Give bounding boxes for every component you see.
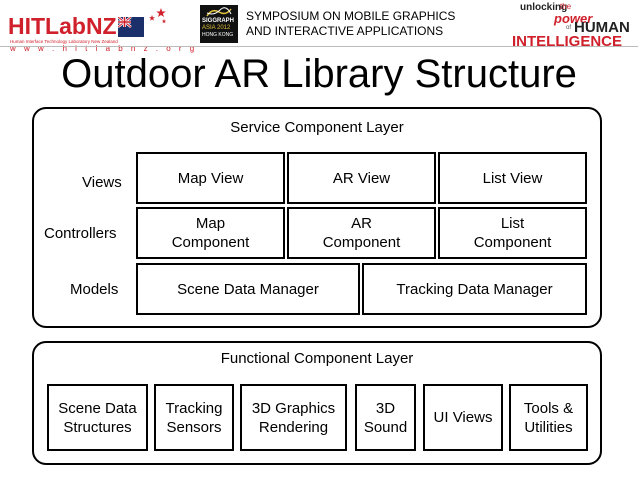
header-divider (0, 46, 638, 47)
service-layer-title: Service Component Layer (230, 119, 404, 136)
ui-views-box: UI Views (423, 384, 503, 451)
tracking-data-manager-box: Tracking Data Manager (362, 263, 587, 315)
scene-data-structures-label: Scene Data Structures (58, 399, 137, 436)
3d-sound-label: 3D Sound (363, 399, 408, 436)
ar-view-label: AR View (332, 169, 391, 187)
hitlabnz-logo: HITLabNZ Human Interface Technology Labo… (8, 8, 194, 53)
list-view-box: List View (438, 152, 587, 204)
siggraph-line2: ASIA 2012 (202, 25, 231, 31)
hi-intelligence: INTELLIGENCE (512, 33, 623, 50)
tools-utilities-label: Tools & Utilities (523, 399, 574, 436)
3d-graphics-rendering-box: 3D Graphics Rendering (240, 384, 347, 451)
nz-flag-icon (118, 17, 144, 37)
list-component-label: List Component (473, 215, 552, 251)
map-view-label: Map View (177, 169, 244, 187)
ar-view-box: AR View (287, 152, 436, 204)
symposium-title: SYMPOSIUM ON MOBILE GRAPHICS AND INTERAC… (246, 9, 455, 39)
3d-sound-box: 3D Sound (355, 384, 416, 451)
hitlabnz-website: w w w . h i t l a b n z . o r g (10, 44, 198, 53)
tracking-sensors-box: Tracking Sensors (154, 384, 234, 451)
hitlabnz-name: HITLabNZ (8, 13, 117, 39)
row-label-models: Models (70, 281, 119, 298)
list-view-label: List View (482, 169, 543, 187)
hi-human: HUMAN (574, 19, 630, 36)
ui-views-label: UI Views (433, 409, 493, 426)
tracking-sensors-label: Tracking Sensors (165, 399, 223, 436)
list-component-box: List Component (438, 207, 587, 259)
symposium-line1: SYMPOSIUM ON MOBILE GRAPHICS (246, 9, 456, 23)
human-intelligence-logo: unlocking the power of HUMAN INTELLIGENC… (506, 2, 634, 50)
hi-unlocking: unlocking (520, 2, 568, 13)
siggraph-art-icon (206, 7, 232, 17)
scene-data-structures-box: Scene Data Structures (47, 384, 148, 451)
functional-layer-title: Functional Component Layer (220, 350, 414, 367)
siggraph-asia-logo: SIGGRAPH ASIA 2012 HONG KONG (200, 5, 238, 43)
ar-component-label: AR Component (322, 215, 401, 251)
symposium-line2: AND INTERACTIVE APPLICATIONS (246, 24, 444, 38)
scene-data-manager-label: Scene Data Manager (177, 280, 319, 298)
hi-power: power (554, 11, 593, 26)
scene-data-manager-box: Scene Data Manager (136, 263, 360, 315)
row-label-controllers: Controllers (44, 225, 117, 242)
hi-the: the (560, 2, 572, 11)
siggraph-line1: SIGGRAPH (202, 18, 235, 24)
row-label-views: Views (82, 174, 122, 191)
3d-graphics-rendering-label: 3D Graphics Rendering (251, 399, 336, 436)
hi-of: of (566, 25, 572, 31)
slide-title: Outdoor AR Library Structure (61, 52, 577, 96)
map-component-box: Map Component (136, 207, 285, 259)
map-component-label: Map Component (171, 215, 250, 251)
tracking-data-manager-label: Tracking Data Manager (396, 280, 553, 298)
siggraph-line3: HONG KONG (202, 32, 234, 38)
ar-component-box: AR Component (287, 207, 436, 259)
hitlabnz-tagline: Human Interface Technology Laboratory Ne… (10, 39, 118, 44)
tools-utilities-box: Tools & Utilities (509, 384, 588, 451)
map-view-box: Map View (136, 152, 285, 204)
stars-icon (149, 8, 167, 24)
